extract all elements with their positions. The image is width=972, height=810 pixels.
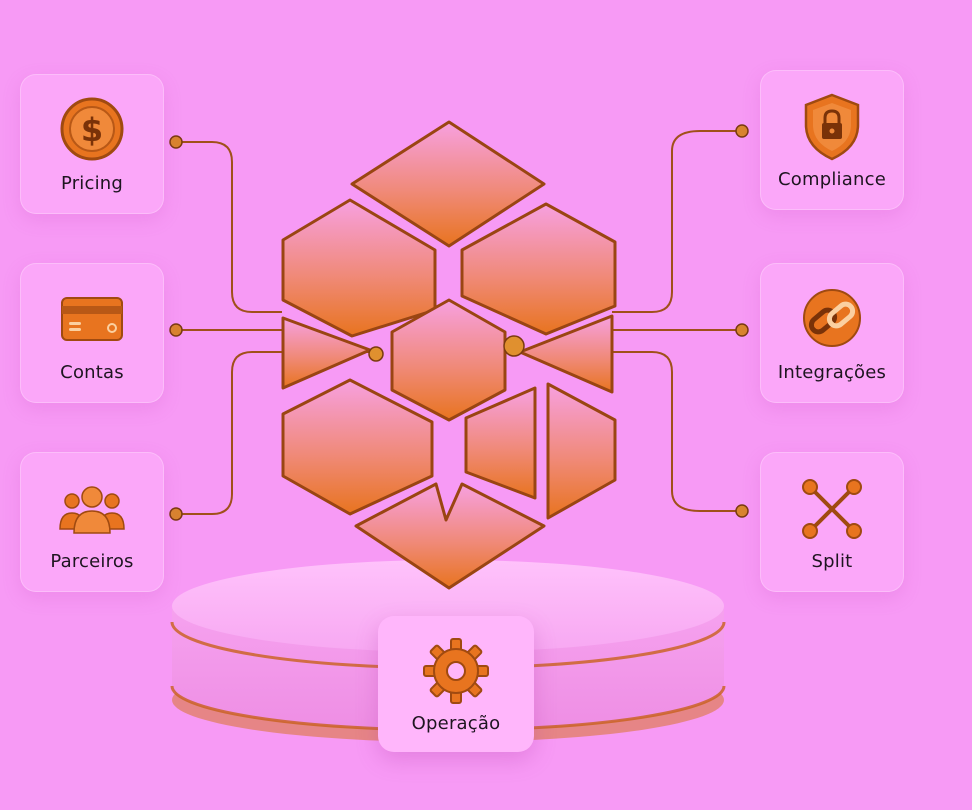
hex-nodes [368,335,525,362]
svg-text:$: $ [81,111,103,149]
card-pricing[interactable]: $ Pricing [20,74,164,214]
hex-top [350,120,546,248]
dot-pricing [169,135,183,149]
card-label-split: Split [811,550,853,572]
connector-compliance [612,130,742,313]
card-integracoes[interactable]: Integrações [760,263,904,403]
credit-card-icon [61,296,123,341]
dollar-coin-icon: $ [60,97,124,160]
hex-lower-right [546,382,617,520]
dot-integracoes [735,323,749,337]
card-contas[interactable]: Contas [20,263,164,403]
hex-upper-right [460,202,617,336]
card-parceiros[interactable]: Parceiros [20,452,164,592]
hex-lower-left [281,378,434,516]
dot-compliance [735,124,749,138]
connector-dots [169,124,749,521]
connector-pricing [176,141,282,313]
card-label-parceiros: Parceiros [50,550,134,572]
connector-lines [176,130,742,515]
dot-split [735,504,749,518]
hex-bottom [354,482,546,590]
card-split[interactable]: Split [760,452,904,592]
people-group-icon [59,485,125,534]
chain-link-icon [803,288,861,347]
card-operacao[interactable]: Operação [378,616,534,752]
shield-lock-icon [804,93,860,160]
card-label-contas: Contas [60,361,124,383]
hex-middle-left [281,316,372,390]
card-compliance[interactable]: Compliance [760,70,904,210]
card-label-pricing: Pricing [60,172,124,194]
hex-middle-right [518,314,614,394]
card-label-compliance: Compliance [778,168,886,190]
card-label-integracoes: Integrações [777,361,887,383]
hex-lower-mid [464,386,537,500]
split-nodes-icon [802,478,862,539]
connector-split [516,351,742,512]
gear-icon [423,637,489,704]
dot-contas [169,323,183,337]
dot-parceiros [169,507,183,521]
connector-parceiros [176,351,376,515]
card-label-operacao: Operação [411,712,501,734]
hex-cube [281,120,617,590]
hex-center [390,298,507,422]
